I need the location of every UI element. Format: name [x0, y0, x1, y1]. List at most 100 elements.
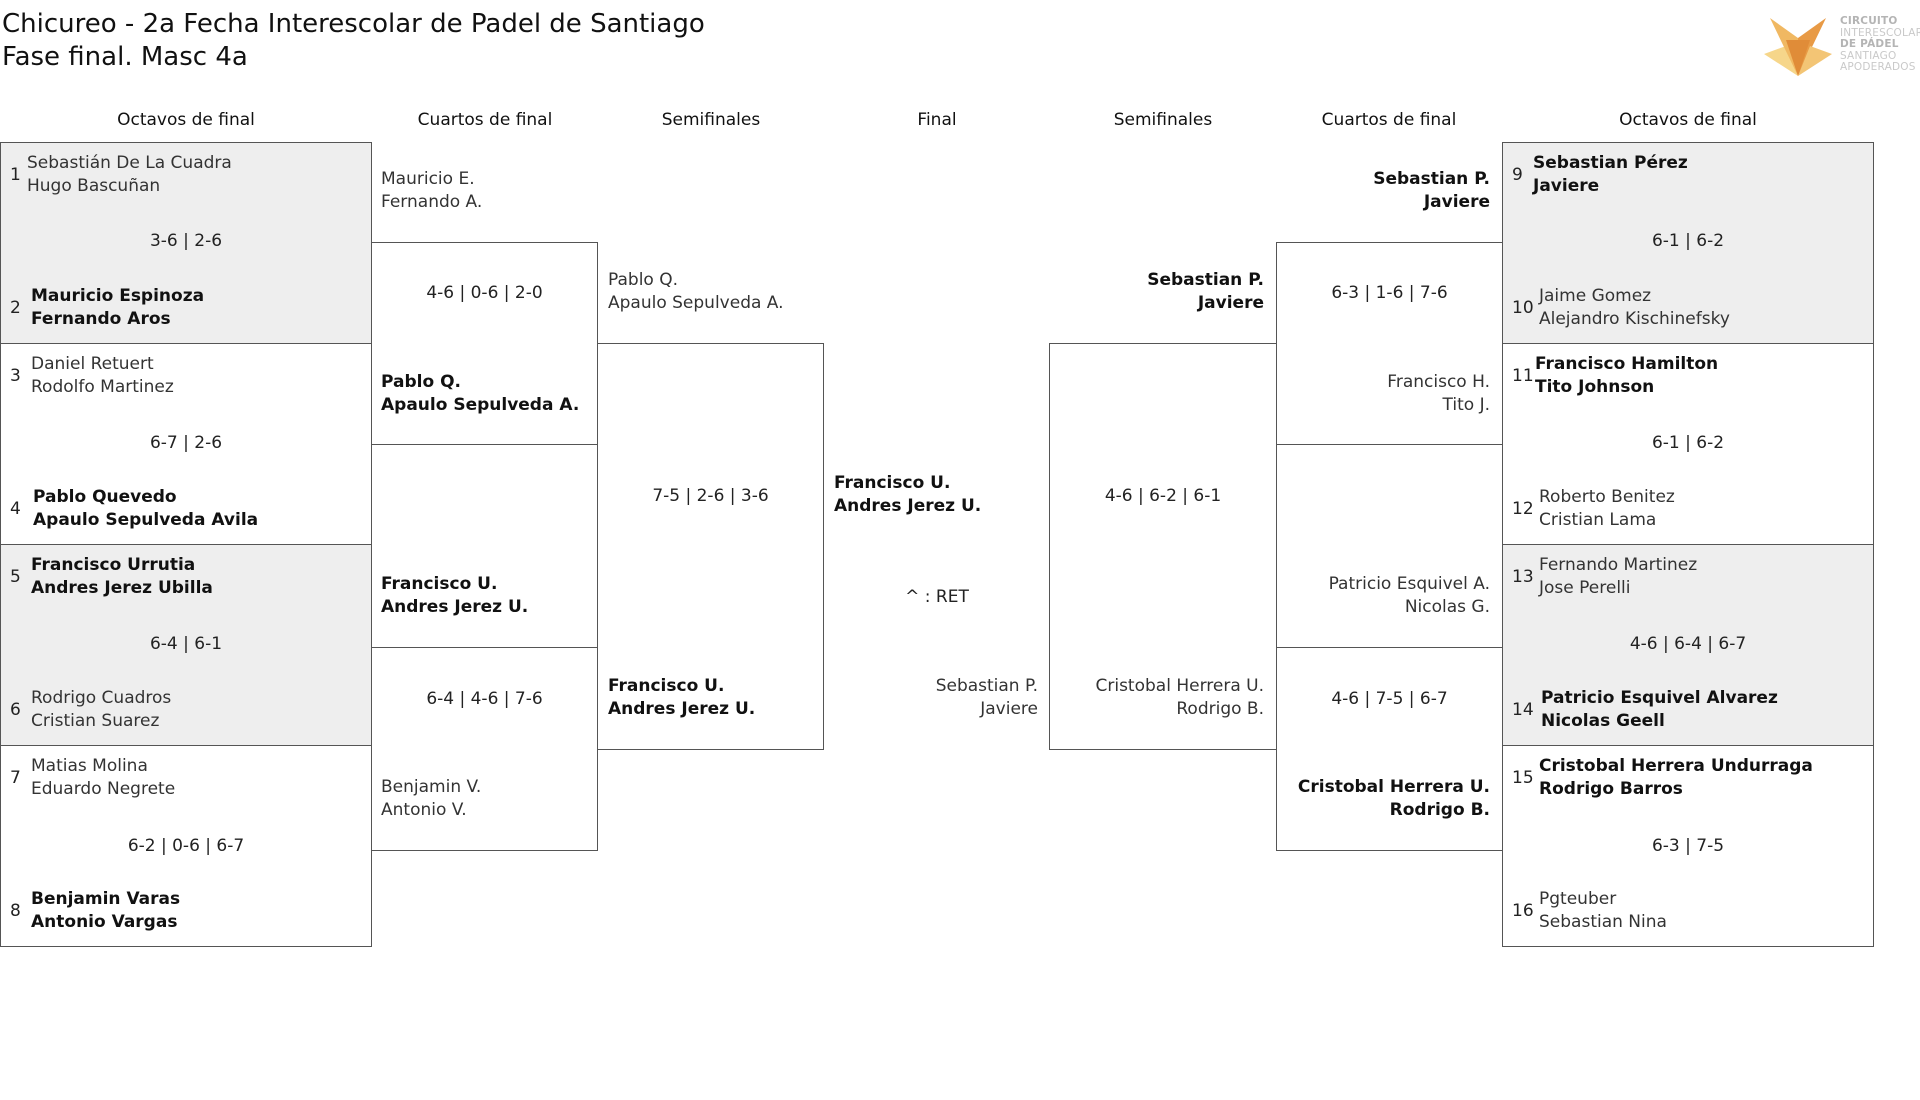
match-score: 6-1 | 6-2: [1651, 433, 1725, 453]
player-name: Cristobal Herrera U.: [1095, 676, 1264, 696]
logo-line: SANTIAGO: [1840, 49, 1897, 62]
round-header-left-r16: Octavos de final: [117, 110, 255, 130]
player-name-winner: Andres Jerez U.: [381, 597, 529, 617]
player-name: Jaime Gomez: [1539, 286, 1652, 306]
match-left-r16-1: [0, 142, 372, 344]
player-name-winner: Rodrigo B.: [1389, 800, 1490, 820]
match-score: 6-4 | 4-6 | 7-6: [426, 689, 543, 709]
match-score: 6-1 | 6-2: [1651, 231, 1725, 251]
player-name: Pgteuber: [1539, 889, 1617, 909]
seed-number: 5: [10, 567, 21, 587]
seed-number: 1: [10, 165, 21, 185]
player-name-winner: Antonio Vargas: [31, 912, 178, 932]
player-name-winner: Tito Johnson: [1535, 377, 1655, 397]
match-score: 4-6 | 7-5 | 6-7: [1331, 689, 1448, 709]
seed-number: 6: [10, 700, 21, 720]
player-name-winner: Pablo Q.: [381, 372, 461, 392]
logo-line: CIRCUITO: [1840, 15, 1898, 27]
match-right-r16-3: [1502, 544, 1874, 746]
player-name: Rodrigo B.: [1176, 699, 1264, 719]
player-name: Rodolfo Martinez: [31, 377, 174, 397]
match-score: 6-7 | 2-6: [149, 433, 223, 453]
player-name: Eduardo Negrete: [31, 779, 176, 799]
player-name-winner: Andres Jerez U.: [608, 699, 756, 719]
match-left-sf: [597, 343, 824, 750]
match-score: 4-6 | 0-6 | 2-0: [426, 283, 543, 303]
seed-number: 16: [1512, 901, 1534, 921]
match-score: 6-3 | 1-6 | 7-6: [1331, 283, 1448, 303]
player-name: Sebastián De La Cuadra: [27, 153, 232, 173]
seed-number: 11: [1512, 366, 1534, 386]
player-name: Antonio V.: [381, 800, 467, 820]
player-name-winner: Rodrigo Barros: [1539, 779, 1683, 799]
seed-number: 7: [10, 768, 21, 788]
match-score: 6-2 | 0-6 | 6-7: [127, 836, 245, 856]
logo-line: INTERESCOLAR: [1840, 26, 1920, 39]
player-name: Sebastian Nina: [1539, 912, 1667, 932]
player-name: Matias Molina: [31, 756, 148, 776]
player-name: Francisco H.: [1387, 372, 1490, 392]
player-name: Nicolas G.: [1404, 597, 1490, 617]
champion-name: Francisco U.: [834, 473, 951, 493]
player-name: Mauricio E.: [381, 169, 475, 189]
champion-name: Andres Jerez U.: [834, 496, 982, 516]
round-header-left-qf: Cuartos de final: [417, 110, 553, 130]
logo-line: APODERADOS: [1840, 61, 1916, 73]
page-title: Chicureo - 2a Fecha Interescolar de Pade…: [2, 8, 705, 74]
player-name: Hugo Bascuñan: [27, 176, 161, 196]
player-name-winner: Nicolas Geell: [1541, 711, 1665, 731]
seed-number: 3: [10, 366, 21, 386]
seed-number: 10: [1512, 298, 1534, 318]
player-name-winner: Francisco U.: [381, 574, 498, 594]
match-right-sf: [1049, 343, 1277, 750]
player-name-winner: Apaulo Sepulveda A.: [381, 395, 580, 415]
round-header-right-qf: Cuartos de final: [1321, 110, 1457, 130]
seed-number: 13: [1512, 567, 1534, 587]
fox-logo-icon: [1764, 18, 1832, 76]
player-name-winner: Sebastian P.: [1373, 169, 1490, 189]
finalist-name: Javiere: [980, 699, 1038, 719]
player-name: Patricio Esquivel A.: [1328, 574, 1490, 594]
player-name: Fernando Martinez: [1539, 555, 1698, 575]
match-score: 4-6 | 6-4 | 6-7: [1629, 634, 1747, 654]
player-name-winner: Francisco U.: [608, 676, 725, 696]
title-line-2: Fase final. Masc 4a: [2, 42, 248, 72]
seed-number: 9: [1512, 165, 1523, 185]
logo-text: CIRCUITO INTERESCOLAR DE PÁDEL SANTIAGO …: [1840, 15, 1920, 74]
match-right-r16-4: [1502, 745, 1874, 947]
seed-number: 15: [1512, 768, 1534, 788]
player-name: Alejandro Kischinefsky: [1539, 309, 1730, 329]
match-score: 7-5 | 2-6 | 3-6: [652, 486, 769, 506]
player-name: Roberto Benitez: [1539, 487, 1675, 507]
player-name: Fernando A.: [381, 192, 483, 212]
round-header-final: Final: [917, 110, 957, 130]
match-score: 6-4 | 6-1: [149, 634, 223, 654]
player-name: Jose Perelli: [1539, 578, 1631, 598]
player-name-winner: Fernando Aros: [31, 309, 171, 329]
seed-number: 12: [1512, 499, 1534, 519]
player-name-winner: Javiere: [1197, 293, 1264, 313]
player-name: Cristian Suarez: [31, 711, 160, 731]
player-name-winner: Patricio Esquivel Alvarez: [1541, 688, 1778, 708]
player-name-winner: Javiere: [1423, 192, 1490, 212]
match-score: 6-3 | 7-5: [1651, 836, 1725, 856]
round-header-right-sf: Semifinales: [1113, 110, 1213, 130]
player-name-winner: Francisco Urrutia: [31, 555, 196, 575]
player-name-winner: Cristobal Herrera Undurraga: [1539, 756, 1813, 776]
player-name: Apaulo Sepulveda A.: [608, 293, 784, 313]
seed-number: 14: [1512, 700, 1534, 720]
player-name-winner: Sebastian Pérez: [1533, 153, 1688, 173]
retirement-note: ^ : RET: [905, 587, 969, 607]
player-name: Cristian Lama: [1539, 510, 1657, 530]
player-name-winner: Andres Jerez Ubilla: [31, 578, 213, 598]
logo-line: DE PÁDEL: [1840, 38, 1899, 50]
player-name-winner: Pablo Quevedo: [33, 487, 177, 507]
match-score: 3-6 | 2-6: [149, 231, 223, 251]
seed-number: 4: [10, 499, 21, 519]
player-name-winner: Francisco Hamilton: [1535, 354, 1719, 374]
finalist-name: Sebastian P.: [935, 676, 1038, 696]
seed-number: 8: [10, 901, 21, 921]
match-score: 4-6 | 6-2 | 6-1: [1104, 486, 1222, 506]
player-name: Rodrigo Cuadros: [31, 688, 172, 708]
round-header-left-sf: Semifinales: [661, 110, 761, 130]
